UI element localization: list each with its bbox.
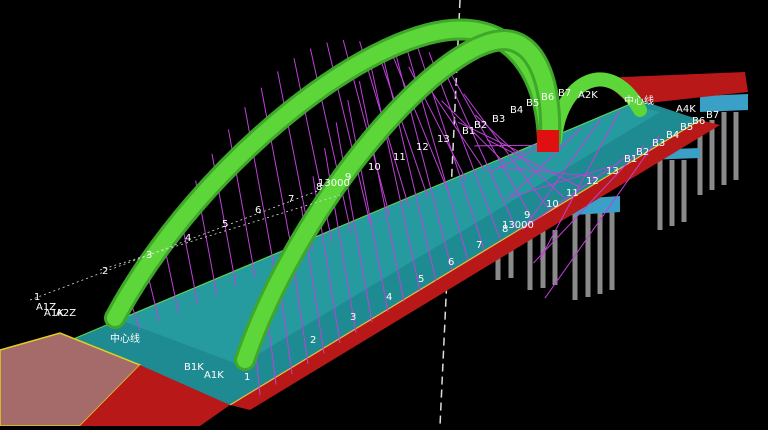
- reference-line-2: [99, 194, 341, 271]
- hanger-cable: [335, 122, 373, 323]
- hanger-cable: [441, 100, 506, 164]
- svg-text:B5: B5: [526, 98, 539, 109]
- svg-text:3: 3: [146, 250, 152, 261]
- top-end-labels: A2K A4K: [578, 90, 696, 115]
- hanger-cables: [129, 39, 661, 396]
- svg-text:B6: B6: [692, 116, 705, 127]
- svg-text:1: 1: [34, 292, 40, 303]
- arch-far-highlight: [237, 31, 559, 368]
- hanger-cable: [539, 109, 621, 260]
- svg-text:B3: B3: [652, 138, 665, 149]
- centerline-label-far: 中心线: [624, 94, 654, 107]
- hanger-cable: [523, 118, 602, 230]
- abutment-right: [80, 365, 230, 426]
- hanger-cable: [370, 65, 421, 292]
- svg-text:A1K: A1K: [44, 308, 64, 319]
- hanger-cable: [498, 166, 597, 178]
- svg-text:2: 2: [310, 335, 316, 346]
- svg-text:B4: B4: [510, 105, 523, 116]
- hanger-cable: [463, 93, 549, 209]
- svg-text:B6: B6: [541, 92, 554, 103]
- svg-text:12: 12: [416, 142, 429, 153]
- reference-line-1: [29, 189, 321, 301]
- svg-text:A4K: A4K: [676, 104, 696, 115]
- pier-cap-3: [700, 94, 748, 112]
- section-mark-far: 13000: [502, 220, 534, 231]
- hanger-cable: [521, 155, 629, 230]
- svg-text:A1Z: A1Z: [36, 302, 56, 313]
- svg-text:A1K: A1K: [204, 370, 224, 381]
- svg-text:10: 10: [368, 162, 381, 173]
- svg-text:B4: B4: [666, 130, 679, 141]
- svg-text:1: 1: [244, 372, 250, 383]
- hanger-cable: [375, 46, 429, 199]
- svg-text:B2: B2: [474, 120, 487, 131]
- svg-text:A2Z: A2Z: [56, 308, 76, 319]
- svg-text:B1: B1: [462, 126, 475, 137]
- bottom-end-labels: A1K B1K: [184, 362, 224, 381]
- svg-text:13: 13: [606, 166, 619, 177]
- near-end-labels: A1Z A1K A2Z: [36, 302, 76, 319]
- svg-text:4: 4: [185, 233, 191, 244]
- hanger-cable: [544, 134, 661, 299]
- svg-text:3: 3: [350, 312, 356, 323]
- deck-edge-far: [229, 119, 701, 406]
- svg-text:7: 7: [288, 194, 294, 205]
- svg-text:B3: B3: [492, 114, 505, 125]
- arch-far-numbers: 1 2 3 4 5 6 7 8 9 10 11 12 13: [244, 166, 619, 383]
- svg-text:B1K: B1K: [184, 362, 204, 373]
- svg-text:8: 8: [502, 224, 508, 235]
- svg-text:9: 9: [524, 210, 530, 221]
- hanger-cable: [474, 144, 544, 147]
- svg-text:9: 9: [345, 172, 351, 183]
- centerline-label-near: 中心线: [110, 332, 140, 345]
- deck-edge-red: [230, 120, 720, 410]
- svg-text:4: 4: [386, 292, 392, 303]
- svg-text:8: 8: [316, 182, 322, 193]
- hanger-cable: [260, 87, 295, 260]
- svg-text:B5: B5: [680, 122, 693, 133]
- svg-text:5: 5: [222, 219, 228, 230]
- svg-text:B7: B7: [706, 110, 719, 121]
- svg-text:12: 12: [586, 176, 599, 187]
- svg-text:5: 5: [418, 274, 424, 285]
- svg-text:13: 13: [437, 134, 450, 145]
- arch-near-b-labels: B1 B2 B3 B4 B5 B6 B7: [462, 88, 571, 137]
- svg-text:6: 6: [448, 257, 454, 268]
- section-mark-near: 13000: [318, 178, 350, 189]
- svg-text:B2: B2: [636, 147, 649, 158]
- svg-text:A2K: A2K: [578, 90, 598, 101]
- arch-springing-red: [537, 130, 559, 152]
- hanger-cable: [457, 121, 525, 155]
- svg-text:10: 10: [546, 199, 559, 210]
- hanger-cable: [533, 145, 645, 264]
- svg-text:11: 11: [393, 152, 406, 163]
- svg-text:11: 11: [566, 188, 579, 199]
- hanger-cable: [486, 139, 581, 188]
- svg-text:B1: B1: [624, 154, 637, 165]
- svg-text:B7: B7: [558, 88, 571, 99]
- svg-text:7: 7: [476, 240, 482, 251]
- hanger-cable: [506, 127, 582, 201]
- hanger-cable: [510, 165, 613, 198]
- hanger-cable: [347, 100, 389, 312]
- hanger-cable: [393, 47, 453, 271]
- arch-far-b-labels: B1 B2 B3 B4 B5 B6 B7: [624, 110, 719, 165]
- arch-near-numbers: 1 2 3 4 5 6 7 8 9 10 11 12 13: [34, 134, 450, 303]
- svg-text:2: 2: [102, 266, 108, 277]
- hanger-cable: [424, 81, 487, 172]
- svg-text:6: 6: [255, 205, 261, 216]
- hanger-cable: [391, 54, 448, 190]
- hanger-cable: [358, 81, 405, 302]
